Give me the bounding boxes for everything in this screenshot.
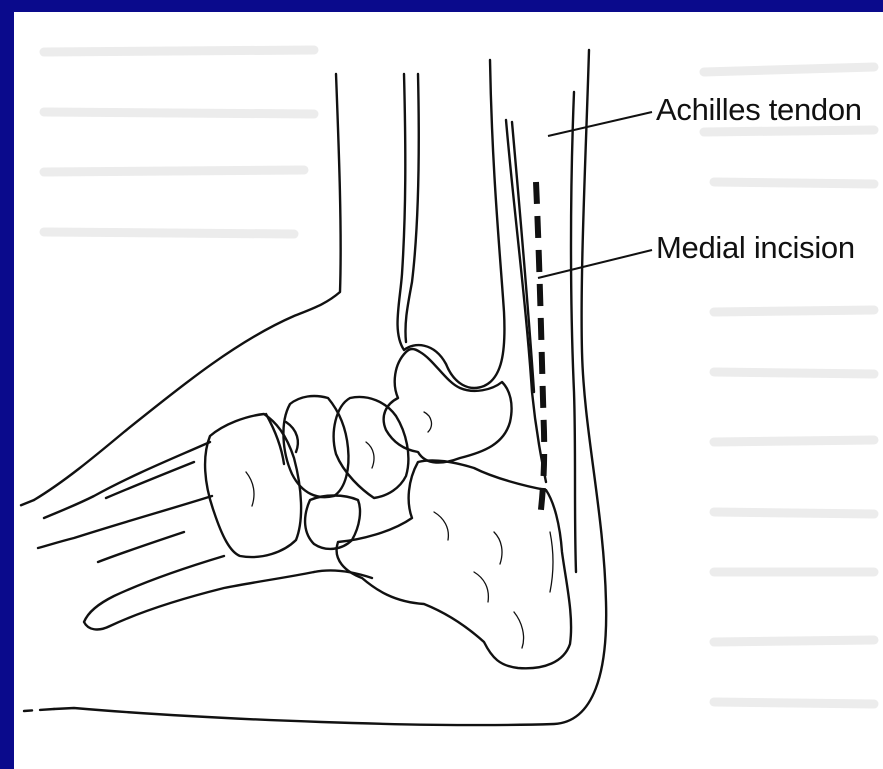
heel-outline — [54, 50, 606, 725]
plantar-line — [314, 570, 372, 578]
cuboid — [305, 496, 360, 549]
sole-dashes — [24, 709, 54, 711]
fibula — [405, 74, 418, 342]
metatarsal-shaft-upper — [44, 442, 210, 518]
metatarsal-shaft-lower — [84, 556, 314, 629]
bone-texture — [246, 412, 553, 648]
achilles-tendon-label: Achilles tendon — [656, 92, 862, 128]
tibia — [398, 60, 505, 388]
figure-frame: Achilles tendon Medial incision — [14, 12, 883, 769]
achilles-tendon-inner — [512, 122, 534, 392]
medial-incision-line — [536, 182, 544, 518]
achilles-tendon-back — [571, 92, 576, 572]
leg-front-outline — [34, 74, 341, 500]
bleed-through-text — [44, 50, 874, 704]
metatarsal-shaft-mid — [38, 496, 212, 548]
medial-leader-line — [538, 250, 652, 278]
metatarsal-shaft-line — [98, 462, 194, 562]
achilles-leader-line — [548, 112, 652, 136]
calcaneus — [337, 460, 572, 668]
forefoot-top-dash — [14, 500, 34, 508]
medial-incision-label: Medial incision — [656, 230, 855, 266]
